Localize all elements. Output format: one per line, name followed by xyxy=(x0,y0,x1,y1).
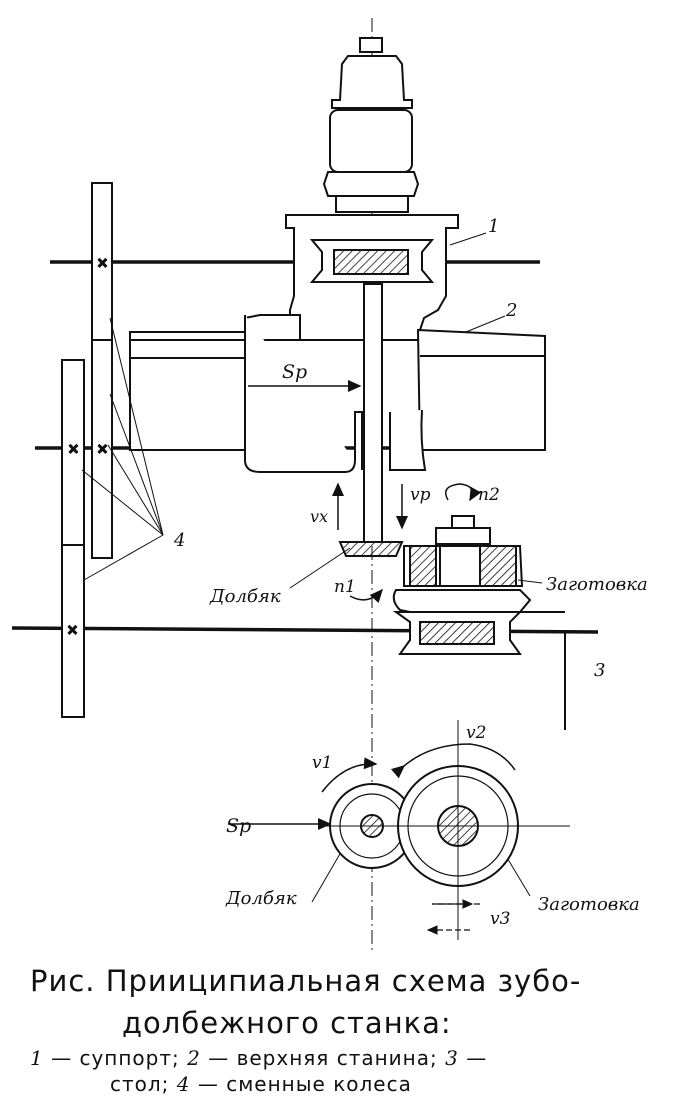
legend-num-3: 3 xyxy=(445,1046,459,1070)
label-zagotovka-bottom: Заготовка xyxy=(538,894,640,915)
label-dolbyak-bottom: Долбяк xyxy=(225,888,297,909)
upper-frame xyxy=(129,314,546,473)
machine-schematic: × × × × xyxy=(11,18,648,950)
caption-line-2: долбежного станка: xyxy=(122,1006,452,1040)
label-part-2: 2 xyxy=(505,300,517,321)
label-sp-top: Sp xyxy=(282,361,307,383)
label-vx: vx xyxy=(310,507,328,526)
label-part-1: 1 xyxy=(488,216,499,237)
legend-text-1: — суппорт; xyxy=(43,1046,188,1070)
label-part-3: 3 xyxy=(594,660,605,681)
label-sp-bottom: Sp xyxy=(226,815,251,837)
legend-num-2: 2 xyxy=(187,1046,201,1070)
svg-text:×: × xyxy=(97,442,108,457)
legend-text-4: стол; xyxy=(110,1072,177,1096)
label-vp: vp xyxy=(410,485,431,505)
svg-text:×: × xyxy=(68,442,79,457)
gear-plan-view xyxy=(320,720,570,940)
label-v1: v1 xyxy=(312,753,332,773)
workpiece-table xyxy=(392,515,566,730)
legend-text-2: — верхняя станина; xyxy=(200,1046,446,1070)
legend-num-1: 1 xyxy=(30,1046,44,1070)
caption-legend-1: 1 — суппорт; 2 — верхняя станина; 3 — xyxy=(30,1046,487,1070)
legend-num-4: 4 xyxy=(176,1072,191,1096)
caption-line-1: Рис. Прииципиальная схема зубо- xyxy=(30,964,582,998)
label-part-4: 4 xyxy=(173,530,185,551)
label-v2: v2 xyxy=(466,723,486,743)
motion-arrows xyxy=(228,380,482,830)
label-dolbyak-top: Долбяк xyxy=(209,586,281,607)
spindle-ram xyxy=(363,283,383,543)
cutter-top xyxy=(338,541,404,557)
motor-housing xyxy=(322,37,420,213)
label-n2: n2 xyxy=(478,485,500,505)
svg-text:×: × xyxy=(67,623,78,638)
change-gears: × × × × xyxy=(61,182,164,718)
caption-legend-2: стол; 4 — сменные колеса xyxy=(110,1072,412,1096)
legend-text-5: — сменные колеса xyxy=(190,1072,412,1096)
legend-text-3: — xyxy=(458,1046,488,1070)
svg-text:×: × xyxy=(97,256,108,271)
label-zagotovka-top: Заготовка xyxy=(546,574,648,595)
label-v3: v3 xyxy=(490,909,510,929)
label-n1: n1 xyxy=(334,577,356,597)
